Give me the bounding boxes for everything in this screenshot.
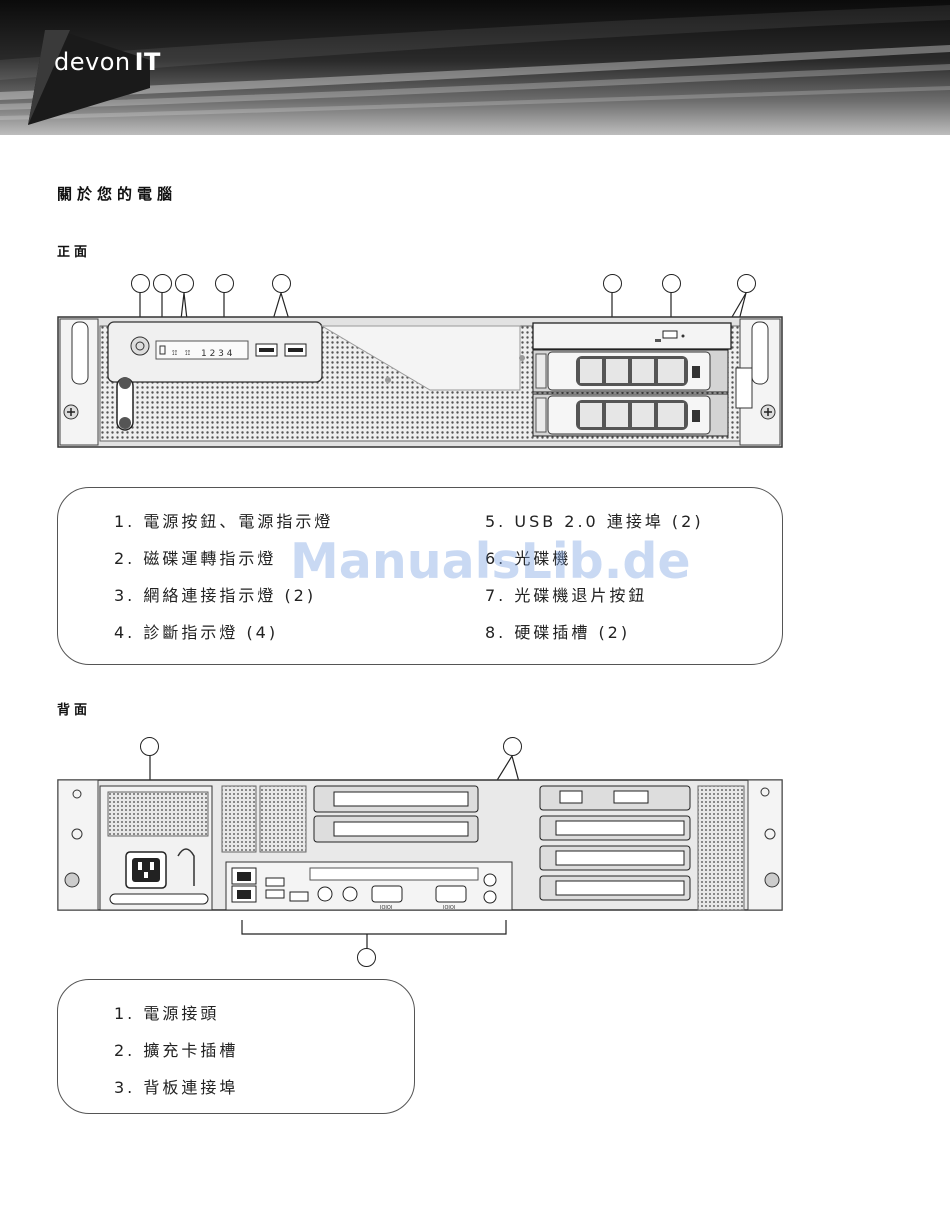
server-back-illustration: IOIOI IOIOI bbox=[0, 0, 950, 980]
back-legend-item-1: 1. 電源接頭 bbox=[114, 1000, 219, 1024]
back-legend-item-3: 3. 背板連接埠 bbox=[114, 1074, 238, 1098]
video-port-label: IOIOI bbox=[443, 905, 455, 911]
serial-port-label: IOIOI bbox=[380, 905, 392, 911]
back-legend-box: 1. 電源接頭 2. 擴充卡插槽 3. 背板連接埠 bbox=[57, 979, 415, 1114]
back-legend-item-2: 2. 擴充卡插槽 bbox=[114, 1037, 238, 1061]
